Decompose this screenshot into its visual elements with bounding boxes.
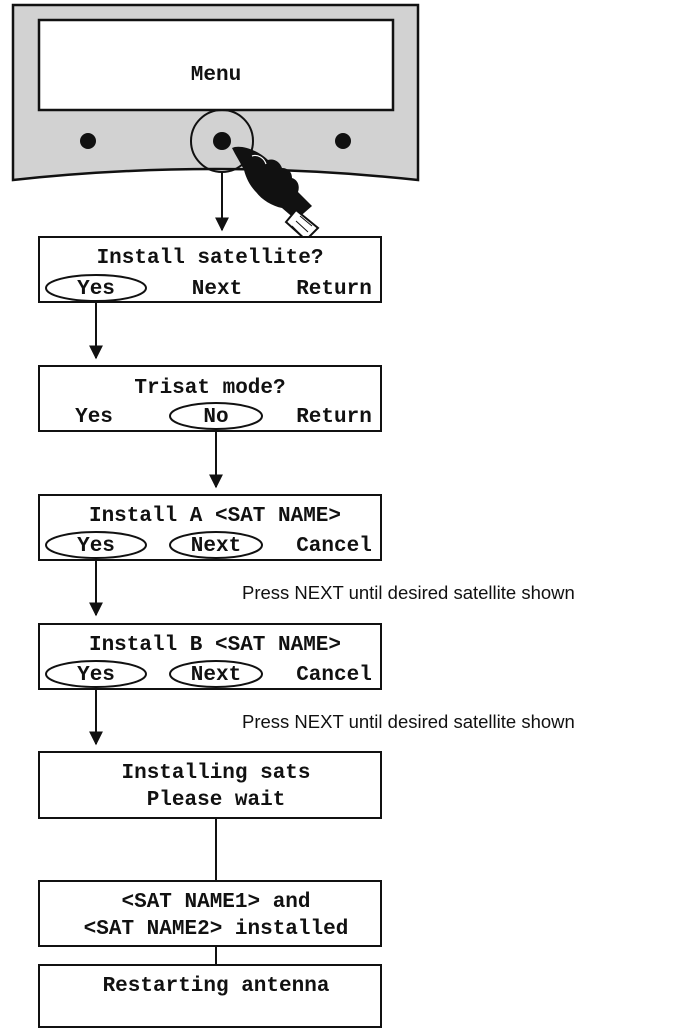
step1-selected-yes-oval <box>45 274 147 302</box>
step3-selected-yes-oval <box>45 531 147 559</box>
step-install-a: Install A <SAT NAME> Yes Next Cancel <box>38 494 382 561</box>
step3-option-cancel[interactable]: Cancel <box>296 535 372 558</box>
step6-line1: <SAT NAME1> and <box>121 891 310 914</box>
step5-line1: Installing sats <box>121 762 310 785</box>
note-press-next-a: Press NEXT until desired satellite shown <box>242 582 575 603</box>
step2-option-yes[interactable]: Yes <box>75 406 113 429</box>
step-restarting-antenna: Restarting antenna <box>38 964 382 1028</box>
step1-option-yes[interactable]: Yes <box>77 278 115 301</box>
step2-option-return[interactable]: Return <box>296 406 372 429</box>
step1-option-return[interactable]: Return <box>296 278 372 301</box>
step3-title: Install A <SAT NAME> <box>89 505 341 528</box>
right-button[interactable] <box>335 133 351 149</box>
step1-option-next[interactable]: Next <box>192 278 242 301</box>
step3-option-next[interactable]: Next <box>191 535 241 558</box>
step-install-satellite: Install satellite? Yes Next Return <box>38 236 382 303</box>
step2-title: Trisat mode? <box>134 377 285 400</box>
step6-line2: <SAT NAME2> installed <box>84 918 349 941</box>
step2-selected-no-oval <box>169 402 263 430</box>
control-panel: Menu <box>11 3 420 182</box>
step-trisat-mode: Trisat mode? Yes No Return <box>38 365 382 432</box>
note-press-next-b: Press NEXT until desired satellite shown <box>242 711 575 732</box>
panel-display <box>37 18 395 112</box>
center-button[interactable] <box>213 132 231 150</box>
step4-option-yes[interactable]: Yes <box>77 664 115 687</box>
step3-selected-next-oval <box>169 531 263 559</box>
step-sats-installed: <SAT NAME1> and <SAT NAME2> installed <box>38 880 382 947</box>
step7-line1: Restarting antenna <box>103 975 330 998</box>
step4-selected-next-oval <box>169 660 263 688</box>
step2-option-no[interactable]: No <box>203 406 228 429</box>
left-button[interactable] <box>80 133 96 149</box>
step4-title: Install B <SAT NAME> <box>89 634 341 657</box>
step4-selected-yes-oval <box>45 660 147 688</box>
step4-option-next[interactable]: Next <box>191 664 241 687</box>
step5-line2: Please wait <box>147 789 286 812</box>
step3-option-yes[interactable]: Yes <box>77 535 115 558</box>
step4-option-cancel[interactable]: Cancel <box>296 664 372 687</box>
panel-menu-text: Menu <box>191 64 241 87</box>
step-install-b: Install B <SAT NAME> Yes Next Cancel <box>38 623 382 690</box>
step-installing-sats: Installing sats Please wait <box>38 751 382 819</box>
step1-title: Install satellite? <box>97 247 324 270</box>
pointing-hand-icon <box>232 146 320 242</box>
